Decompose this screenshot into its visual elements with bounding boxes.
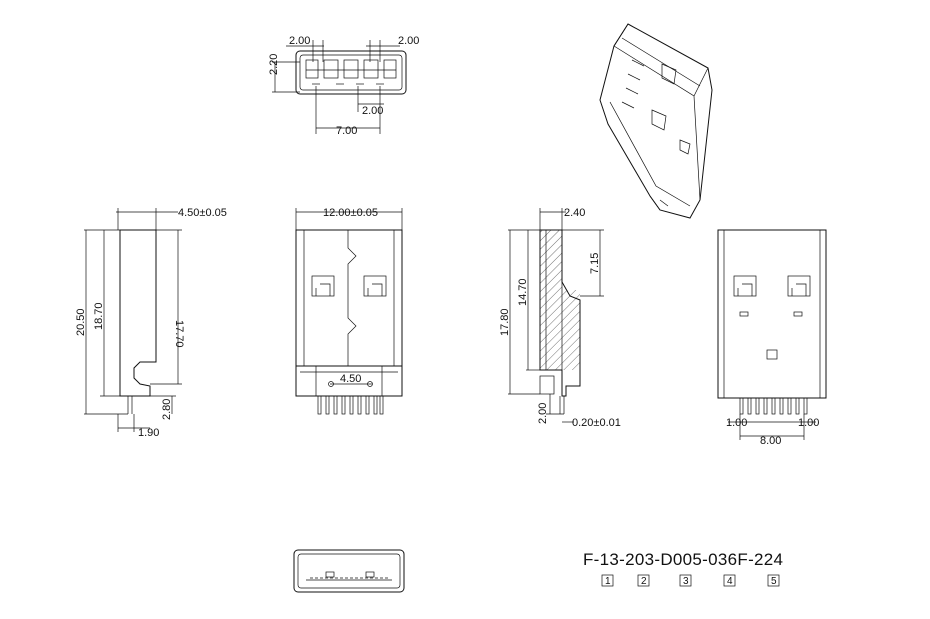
dim-pin-span: 4.50 [340, 373, 361, 385]
dim-overall: 17.80 [499, 308, 511, 336]
segment-marker-1: 1 [605, 576, 611, 587]
dim-pitch-right: 2.00 [398, 35, 419, 47]
part-number: F-13-203-D005-036F-224 [583, 550, 783, 569]
isometric-view [599, 23, 713, 219]
section-view: 2.40 7.15 17.80 14.70 2.00 0.20±0.01 [499, 207, 621, 429]
dim-left-pitch: 1.00 [726, 417, 747, 429]
segment-marker-3: 3 [683, 576, 689, 587]
dim-total-length: 20.50 [75, 308, 87, 336]
front-view: 12.00±0.05 4.50 [295, 207, 403, 415]
dim-thickness: 4.50±0.05 [178, 207, 227, 219]
segment-marker-5: 5 [771, 576, 777, 587]
dim-shell-length: 17.70 [173, 320, 185, 348]
part-number-block: F-13-203-D005-036F-224 1 2 3 4 5 [583, 550, 783, 587]
dim-pin-offset: 1.90 [138, 427, 159, 439]
dim-pin-length: 2.80 [161, 399, 173, 420]
dim-pitch-left: 2.00 [289, 35, 310, 47]
dim-height: 2.20 [268, 54, 280, 75]
dim-span: 8.00 [760, 435, 781, 447]
dim-top-offset: 2.40 [564, 207, 585, 219]
dim-width: 7.00 [336, 125, 357, 137]
dim-pin-len: 2.00 [537, 403, 549, 424]
segment-marker-4: 4 [727, 576, 733, 587]
side-view: 4.50±0.05 20.50 18.70 17.70 2.80 1.90 [75, 207, 227, 439]
dim-pitch-mid: 2.00 [362, 105, 383, 117]
back-view: 1.00 1.00 8.00 [717, 229, 827, 447]
dim-front-width: 12.00±0.05 [323, 207, 378, 219]
top-end-view: 2.00 2.00 2.20 2.00 7.00 [268, 35, 419, 137]
dim-depth: 7.15 [589, 253, 601, 274]
front-pins [317, 395, 384, 415]
dim-body-length: 18.70 [93, 302, 105, 330]
segment-marker-2: 2 [641, 576, 647, 587]
segment-markers: 1 2 3 4 5 [601, 574, 780, 587]
dim-right-pitch: 1.00 [798, 417, 819, 429]
dim-pin-thk: 0.20±0.01 [572, 417, 621, 429]
dim-inner: 14.70 [517, 278, 529, 306]
bottom-end-view [293, 549, 405, 593]
back-pins [739, 397, 808, 415]
